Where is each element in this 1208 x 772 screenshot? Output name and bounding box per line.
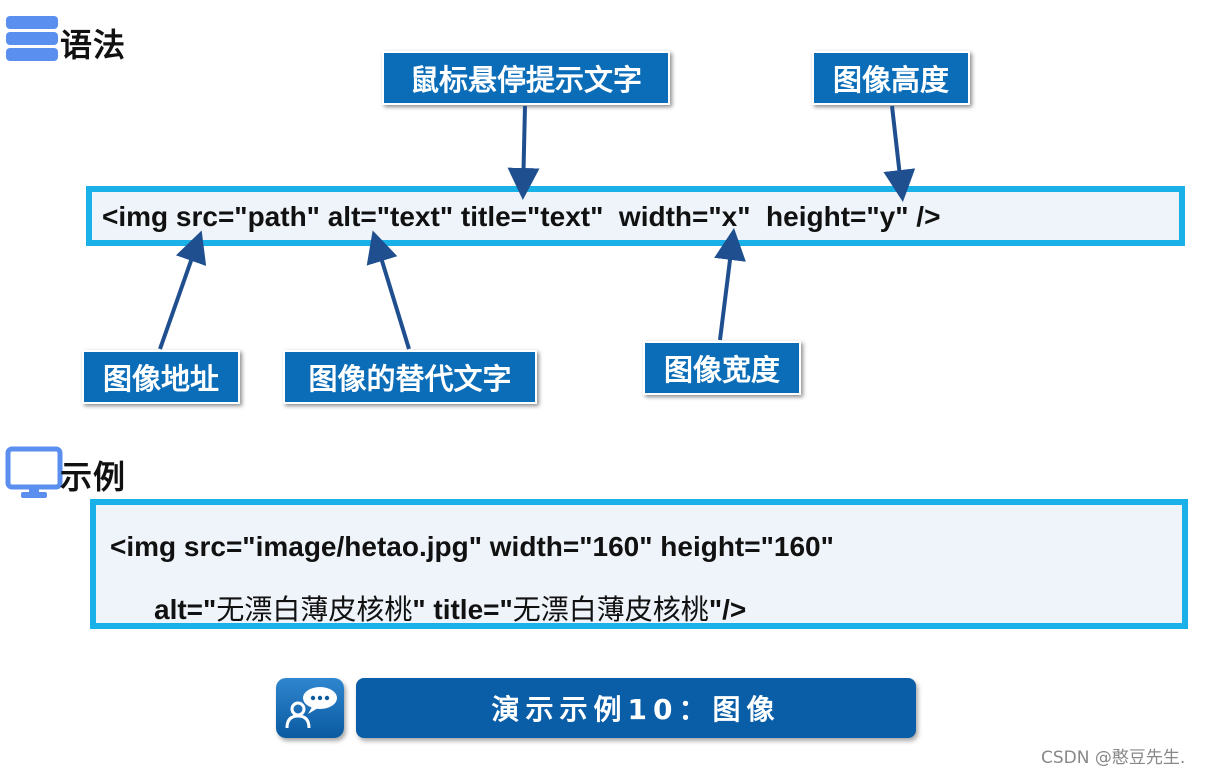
example-code-line2: alt="无漂白薄皮核桃" title="无漂白薄皮核桃"/> bbox=[154, 588, 746, 628]
arrow-alt bbox=[366, 230, 411, 350]
label-title-hint: 鼠标悬停提示文字 bbox=[382, 51, 670, 105]
example-icon bbox=[5, 446, 63, 502]
example-code-box: <img src="image/hetao.jpg" width="160" h… bbox=[90, 499, 1188, 629]
syntax-code: <img src="path" alt="text" title="text" … bbox=[102, 201, 941, 232]
arrow-title-hint bbox=[507, 105, 540, 200]
syntax-icon bbox=[5, 14, 60, 64]
title-value: 无漂白薄皮核桃 bbox=[512, 593, 709, 626]
chat-person-icon bbox=[285, 687, 337, 729]
alt-prefix: alt=" bbox=[154, 594, 217, 625]
arrow-height bbox=[883, 105, 916, 202]
watermark: CSDN @憨豆先生. bbox=[1041, 748, 1186, 768]
demo-banner[interactable]: 演示示例10：图像 bbox=[356, 678, 916, 738]
arrow-src bbox=[158, 230, 207, 350]
monitor-icon bbox=[5, 446, 63, 498]
label-alt: 图像的替代文字 bbox=[283, 350, 537, 404]
code-suffix: "/> bbox=[708, 594, 747, 625]
server-stack-icon bbox=[6, 16, 58, 61]
arrow-width bbox=[714, 228, 746, 341]
label-src: 图像地址 bbox=[82, 350, 240, 404]
label-height: 图像高度 bbox=[812, 51, 970, 105]
demo-icon-button[interactable] bbox=[276, 678, 344, 738]
syntax-code-box: <img src="path" alt="text" title="text" … bbox=[86, 186, 1185, 246]
syntax-heading: 语法 bbox=[60, 26, 127, 64]
example-heading: 示例 bbox=[60, 458, 127, 496]
alt-value: 无漂白薄皮核桃 bbox=[216, 593, 413, 626]
example-code-line1: <img src="image/hetao.jpg" width="160" h… bbox=[110, 531, 834, 562]
label-width: 图像宽度 bbox=[643, 341, 801, 395]
title-prefix: " title=" bbox=[412, 594, 513, 625]
